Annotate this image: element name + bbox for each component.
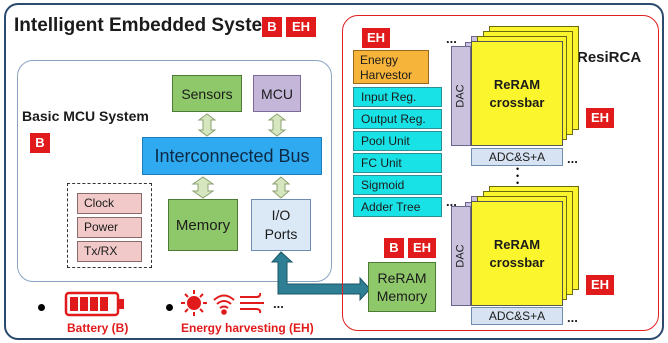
- reram-memory-block: ReRAM Memory: [368, 262, 436, 312]
- system-frame: [4, 3, 664, 340]
- bottom-ellipsis: ...: [446, 194, 457, 209]
- reram-crossbar-top: ReRAM crossbar: [471, 41, 563, 146]
- crossbar-bottom-line2: crossbar: [489, 254, 545, 270]
- energy-harvestor-block: Energy Harvestor: [353, 50, 429, 84]
- io-ports-block: I/O Ports: [251, 199, 311, 251]
- reram-mem-badge-b: B: [384, 238, 404, 258]
- memory-block: Memory: [168, 199, 238, 251]
- memory-bus-arrow: [191, 176, 215, 199]
- legend-battery-label: Battery (B): [67, 321, 129, 335]
- mcu-block: MCU: [253, 75, 301, 112]
- adc-bottom-ellipsis: ...: [567, 310, 578, 325]
- system-title: Intelligent Embedded System: [14, 15, 279, 36]
- reram-mem-line2: Memory: [376, 288, 428, 304]
- crossbar-bottom-badge-eh: EH: [586, 275, 614, 295]
- mcu-system-title: Basic MCU System: [22, 108, 149, 124]
- legend-bullet-eh: [166, 304, 173, 311]
- system-badge-b: B: [262, 17, 282, 37]
- dac-bottom-label: DAC: [455, 244, 468, 268]
- wifi-icon: [213, 294, 235, 315]
- sensors-block: Sensors: [172, 75, 242, 112]
- txrx-item: Tx/RX: [77, 241, 142, 262]
- crossbar-top-line1: ReRAM: [493, 76, 541, 92]
- io-line1: I/O: [271, 207, 291, 223]
- dac-bottom: DAC: [451, 206, 471, 306]
- mcu-bus-arrow: [267, 113, 287, 137]
- output-reg-unit: Output Reg.: [353, 109, 442, 129]
- crossbar-top-line2: crossbar: [489, 94, 545, 110]
- mcu-system-region: [17, 60, 332, 282]
- legend-ellipsis: ...: [273, 296, 284, 311]
- sigmoid-unit: Sigmoid: [353, 175, 442, 195]
- reram-mem-badge-eh: EH: [408, 238, 436, 258]
- peripherals-group: [67, 183, 152, 268]
- interconnected-bus: Interconnected Bus: [142, 137, 322, 175]
- legend-eh-label: Energy harvesting (EH): [181, 321, 314, 335]
- dac-top-label: DAC: [455, 84, 468, 108]
- fc-unit: FC Unit: [353, 153, 442, 173]
- adc-bottom: ADC&S+A: [471, 307, 563, 325]
- energy-line2: Harvestor: [360, 68, 413, 82]
- resirca-badge-eh: EH: [362, 28, 390, 48]
- vertical-dots: •••: [516, 164, 520, 188]
- resirca-region: [342, 15, 659, 331]
- io-bus-arrow: [271, 176, 291, 199]
- sun-icon: [181, 290, 207, 316]
- input-reg-unit: Input Reg.: [353, 87, 442, 107]
- adc-top: ADC&S+A: [471, 148, 563, 166]
- battery-icon: [64, 291, 124, 317]
- clock-item: Clock: [77, 193, 142, 214]
- mcu-badge-b: B: [30, 133, 50, 153]
- system-badge-eh: EH: [286, 17, 316, 37]
- crossbar-top-badge-eh: EH: [586, 108, 614, 128]
- top-ellipsis: ...: [446, 31, 457, 46]
- adc-top-ellipsis: ...: [567, 151, 578, 166]
- energy-line1: Energy: [360, 53, 399, 67]
- energy-harvesting-icons: [181, 290, 264, 316]
- crossbar-bottom-line1: ReRAM: [493, 236, 541, 252]
- wind-icon: [240, 292, 264, 314]
- reram-mem-line1: ReRAM: [377, 270, 427, 286]
- resirca-title: ResiRCA: [577, 49, 642, 66]
- legend-bullet-battery: [38, 304, 45, 311]
- io-line2: Ports: [264, 226, 298, 242]
- adder-tree-unit: Adder Tree: [353, 197, 442, 217]
- sensors-bus-arrow: [197, 113, 217, 137]
- pool-unit: Pool Unit: [353, 131, 442, 151]
- dac-top: DAC: [451, 46, 471, 146]
- reram-crossbar-bottom: ReRAM crossbar: [471, 201, 563, 306]
- power-item: Power: [77, 217, 142, 238]
